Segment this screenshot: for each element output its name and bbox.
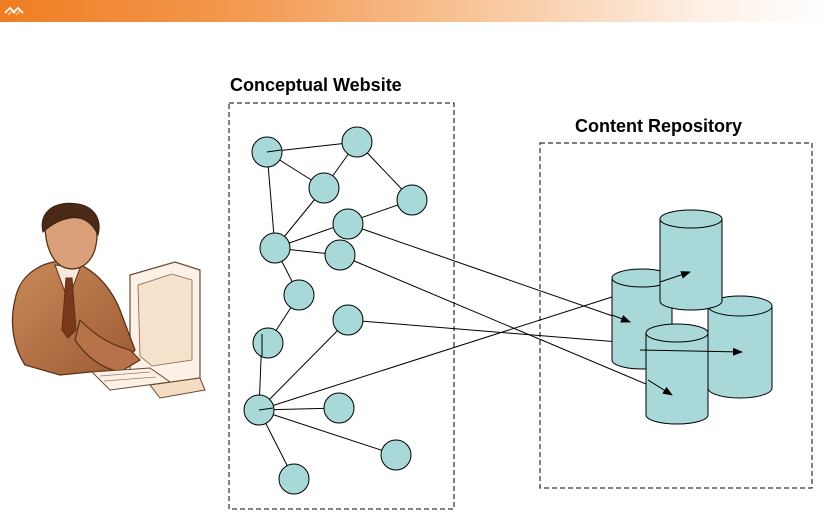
conceptual-website-title: Conceptual Website: [230, 75, 402, 95]
node: [332, 208, 364, 240]
node: [259, 232, 291, 264]
database-cylinders: [611, 209, 773, 425]
node: [278, 463, 310, 495]
node: [308, 172, 340, 204]
node: [252, 327, 284, 359]
conceptual-website-box: [228, 102, 455, 510]
content-repository-box: [539, 142, 813, 489]
network-nodes: [243, 126, 428, 495]
database-cylinder: [659, 209, 723, 311]
header-bar: [0, 0, 828, 22]
overlay-edges: [258, 149, 282, 411]
node: [341, 126, 373, 158]
node: [324, 239, 356, 271]
node: [380, 439, 412, 471]
node: [323, 392, 355, 424]
user-at-computer-icon: [11, 202, 206, 399]
node: [396, 184, 428, 216]
node: [332, 304, 364, 336]
logo-icon: [4, 6, 24, 16]
database-cylinder: [645, 323, 709, 425]
node: [283, 279, 315, 311]
front-arrows: [611, 271, 743, 396]
database-cylinder: [707, 295, 773, 399]
content-repository-title: Content Repository: [575, 116, 743, 136]
